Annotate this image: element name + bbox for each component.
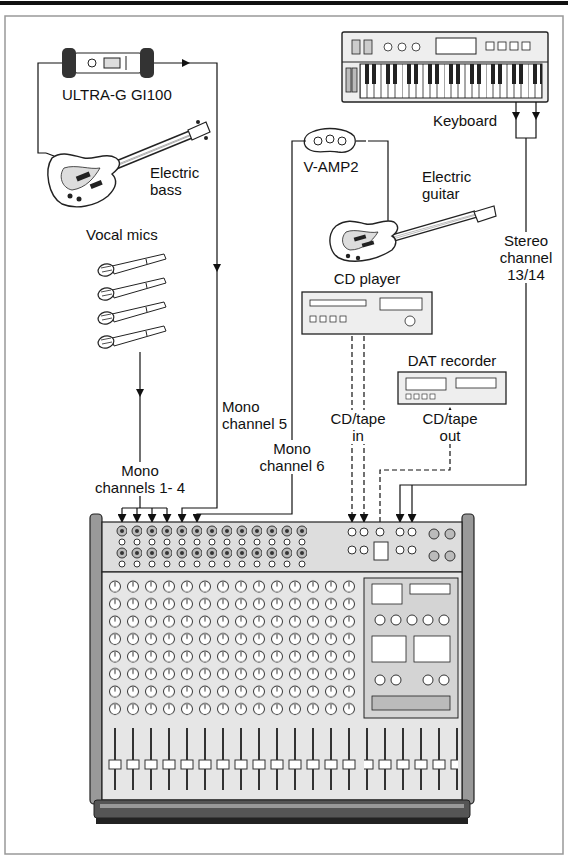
- flow-arrow: [532, 112, 540, 120]
- wire: [516, 102, 536, 138]
- device-label: Electric guitar: [422, 168, 484, 202]
- wire: [411, 485, 412, 522]
- cd-player-drawing: [302, 292, 432, 334]
- device-label: Electric bass: [150, 164, 208, 198]
- flow-arrow: [512, 112, 520, 120]
- io-label: CD/tape out: [419, 410, 481, 444]
- cable-connector: [368, 141, 388, 168]
- device-label: DAT recorder: [392, 352, 512, 369]
- flow-arrow: [182, 59, 190, 67]
- channel-label: Stereo channel 13/14: [496, 232, 556, 283]
- flow-arrow: [213, 264, 221, 272]
- io-label: CD/tape in: [327, 410, 389, 444]
- device-label: CD player: [300, 270, 434, 287]
- keyboard: Keyboard: [340, 28, 550, 134]
- mic-drawing: [97, 254, 166, 278]
- wire: [121, 508, 122, 522]
- amp-modeler: V-AMP2: [296, 128, 368, 178]
- guitar-drawing: [330, 168, 496, 261]
- electric-guitar: Electric guitar: [326, 168, 496, 264]
- flow-arrow: [136, 389, 144, 397]
- dat-recorder-drawing: [398, 372, 506, 404]
- mic-drawing: [97, 302, 166, 326]
- mic-drawing: [97, 326, 166, 350]
- dat-recorder: DAT recorder: [392, 352, 514, 406]
- wire: [166, 508, 167, 522]
- top-rule: [0, 1, 568, 5]
- device-label: Vocal mics: [86, 226, 176, 243]
- microphones: Vocal mics: [86, 226, 178, 350]
- device-label: V-AMP2: [296, 158, 366, 175]
- cable-connector: [38, 63, 62, 153]
- channel-label: Mono channel 5: [222, 398, 290, 432]
- bass-drawing: [46, 120, 210, 207]
- channel-label: Mono channel 6: [258, 440, 326, 474]
- mic-drawing: [97, 278, 166, 302]
- device-label: ULTRA-G GI100: [62, 86, 178, 103]
- di-box: ULTRA-G GI100: [62, 46, 180, 108]
- wire: [151, 508, 152, 522]
- cd-player: CD player: [300, 270, 436, 336]
- bass-guitar: Electric bass: [46, 118, 212, 210]
- keyboard-drawing: [342, 32, 548, 102]
- amp-modeler-drawing: [304, 129, 366, 153]
- di-box-drawing: [62, 48, 154, 78]
- mixing-console-drawing: [90, 514, 474, 824]
- wire: [122, 507, 167, 508]
- device-label: Keyboard: [420, 112, 510, 129]
- channel-label: Mono channels 1- 4: [92, 462, 188, 496]
- wire: [136, 508, 137, 522]
- frame: [5, 16, 563, 854]
